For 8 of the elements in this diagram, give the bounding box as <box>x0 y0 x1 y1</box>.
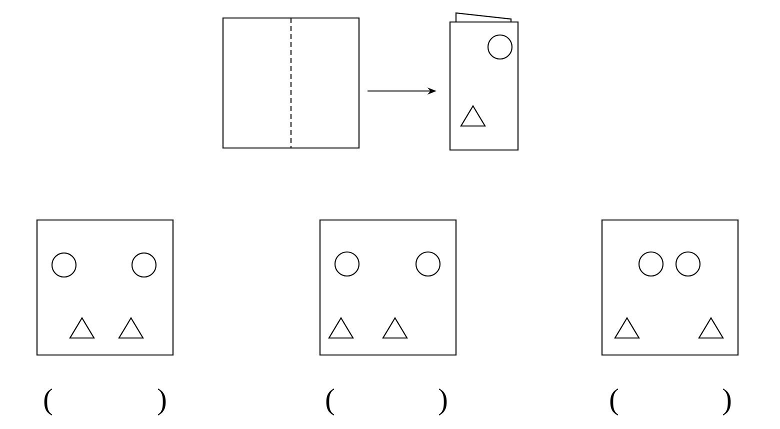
parenthesis: ( <box>610 388 618 416</box>
parenthesis: ( <box>326 388 334 416</box>
parenthesis: ) <box>439 388 447 416</box>
folded-paper <box>449 12 519 151</box>
paper-sheet <box>222 17 360 149</box>
parenthesis: ) <box>158 388 166 416</box>
parenthesis: ) <box>723 388 731 416</box>
parenthesis: ( <box>44 388 52 416</box>
